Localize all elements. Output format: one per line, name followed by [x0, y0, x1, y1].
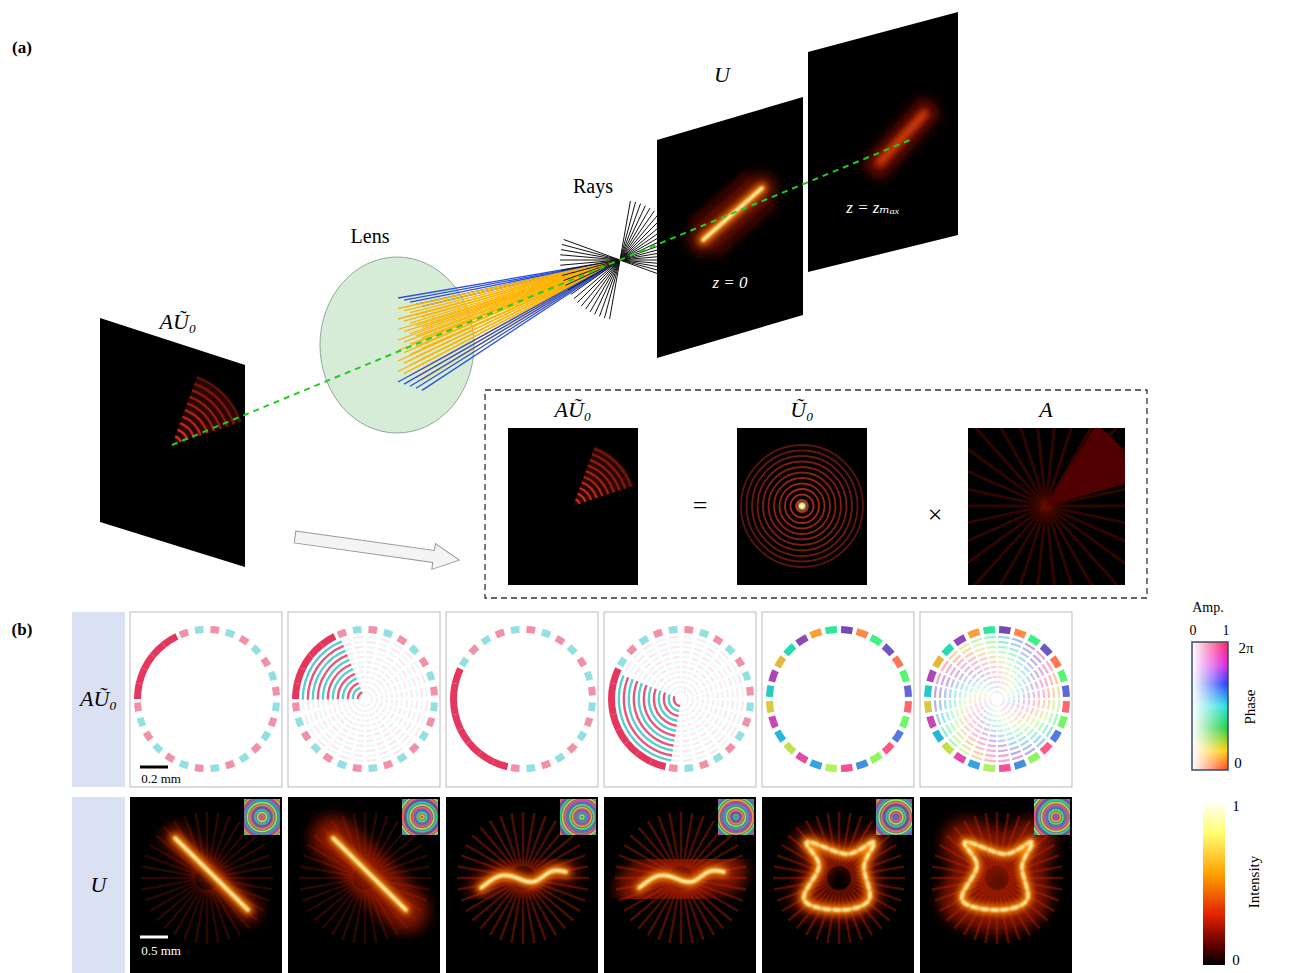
colorbars	[1192, 642, 1228, 965]
scale-bar-label: 0.5 mm	[141, 944, 181, 958]
tick-label: 0	[1232, 952, 1240, 969]
tick-label: 0	[1234, 755, 1242, 772]
intensity-panel	[446, 797, 598, 973]
intensity-panel	[130, 797, 282, 973]
input-plane	[100, 318, 245, 567]
rays-label: Rays	[573, 175, 613, 197]
mask-pattern-panel	[920, 612, 1072, 787]
operator-symbol: =	[693, 492, 708, 521]
lens-label: Lens	[351, 225, 390, 247]
image-label: Ũ₀	[790, 398, 814, 422]
panel-b-illustration	[130, 612, 1086, 973]
image-label: A	[1039, 398, 1052, 422]
plane-label: AŨ₀	[160, 310, 197, 334]
process-arrow	[293, 524, 461, 573]
scale-bar-label: 0.2 mm	[141, 772, 181, 786]
plane-label: U	[714, 63, 730, 87]
masked-spectrum-image	[508, 428, 638, 585]
mask-pattern-panel	[288, 612, 440, 787]
row-label-band: AŨ₀	[72, 612, 125, 787]
tick-label: 1	[1232, 798, 1240, 815]
colorbar-title: Intensity	[1246, 856, 1263, 909]
mask-pattern-panel	[604, 612, 756, 787]
scale-bar	[140, 936, 168, 939]
panel-label: (b)	[12, 621, 33, 640]
operator-symbol: ×	[928, 501, 943, 530]
tick-label: 2π	[1238, 640, 1253, 657]
intensity-panel	[288, 797, 440, 973]
panel-label: (a)	[12, 39, 32, 58]
mask-pattern-panel	[130, 612, 282, 787]
intensity-panel	[920, 797, 1072, 973]
colorbar-title: Phase	[1242, 690, 1259, 725]
scale-bar	[140, 766, 168, 769]
position-label: z = 0	[712, 274, 747, 293]
tick-label: 0	[1190, 623, 1197, 638]
mask-pattern-panel	[446, 612, 598, 787]
inset-frame	[485, 390, 1147, 598]
row-label: AŨ₀	[80, 687, 117, 711]
image-label: AŨ₀	[555, 398, 592, 422]
position-label: z = zₘₐₓ	[846, 199, 899, 218]
far-plane	[808, 12, 958, 272]
row-label-band: U	[72, 797, 125, 973]
mask-pattern-panel	[762, 612, 914, 787]
row-label: U	[91, 873, 107, 897]
optical-axis	[172, 140, 910, 445]
intensity-panel	[604, 797, 756, 973]
spectrum-image	[737, 428, 867, 585]
panel-a-illustration	[100, 12, 1156, 615]
colorbar-title: Amp.	[1192, 600, 1224, 615]
tick-label: 1	[1223, 623, 1230, 638]
intensity-panel	[762, 797, 914, 973]
focal-plane	[657, 97, 803, 358]
